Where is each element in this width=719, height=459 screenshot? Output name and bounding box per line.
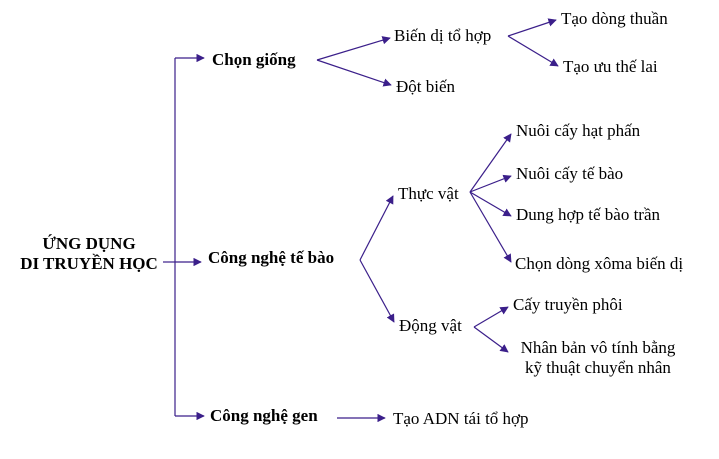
arrow-to-cay-truyen-phoi	[473, 306, 509, 328]
arrow-to-dung-hop	[469, 191, 512, 217]
arrow-to-thuc-vat	[359, 195, 394, 261]
node-tao-uu-the-lai: Tạo ưu thế lai	[563, 57, 658, 76]
nhan-ban-line2: kỹ thuật chuyển nhân	[525, 358, 671, 377]
arrow-to-nuoi-cay-hat-phan	[469, 133, 512, 193]
arrow-to-tao-uu-the-lai	[507, 35, 559, 67]
root-label-line1: ỨNG DỤNG	[42, 234, 136, 253]
arrow-to-dong-vat	[359, 259, 395, 323]
node-chon-dong-xoma: Chọn dòng xôma biến dị	[515, 254, 684, 273]
node-nhan-ban-vo-tinh: Nhân bản vô tính bằng kỹ thuật chuyển nh…	[506, 338, 690, 378]
node-dot-bien: Đột biến	[396, 77, 456, 96]
arrow-to-tao-dong-thuan	[507, 18, 557, 37]
arrow-to-nuoi-cay-te-bao	[469, 174, 512, 193]
node-tao-adn-tai-to-hop: Tạo ADN tái tổ hợp	[393, 409, 529, 428]
node-dong-vat: Động vật	[399, 316, 462, 335]
arrow-to-dot-bien	[316, 59, 392, 87]
node-nuoi-cay-hat-phan: Nuôi cấy hạt phấn	[516, 121, 641, 140]
root-node: ỨNG DỤNG DI TRUYỀN HỌC	[14, 234, 164, 274]
arrow-to-nhan-ban	[473, 326, 509, 353]
node-thuc-vat: Thực vật	[398, 184, 459, 203]
nhan-ban-line1: Nhân bản vô tính bằng	[520, 338, 676, 357]
node-bien-di-to-hop: Biến dị tổ hợp	[394, 26, 492, 45]
node-cong-nghe-te-bao: Công nghệ tế bào	[208, 248, 335, 267]
node-chon-giong: Chọn giống	[212, 50, 296, 69]
arrow-to-bien-di	[316, 36, 391, 61]
node-dung-hop-te-bao-tran: Dung hợp tế bào trần	[516, 205, 661, 224]
node-cay-truyen-phoi: Cấy truyền phôi	[513, 295, 623, 314]
root-label-line2: DI TRUYỀN HỌC	[20, 254, 158, 273]
node-cong-nghe-gen: Công nghệ gen	[210, 406, 318, 425]
node-tao-dong-thuan: Tạo dòng thuần	[561, 9, 668, 28]
node-nuoi-cay-te-bao: Nuôi cấy tế bào	[516, 164, 624, 183]
arrow-to-chon-dong-xoma	[469, 191, 512, 263]
